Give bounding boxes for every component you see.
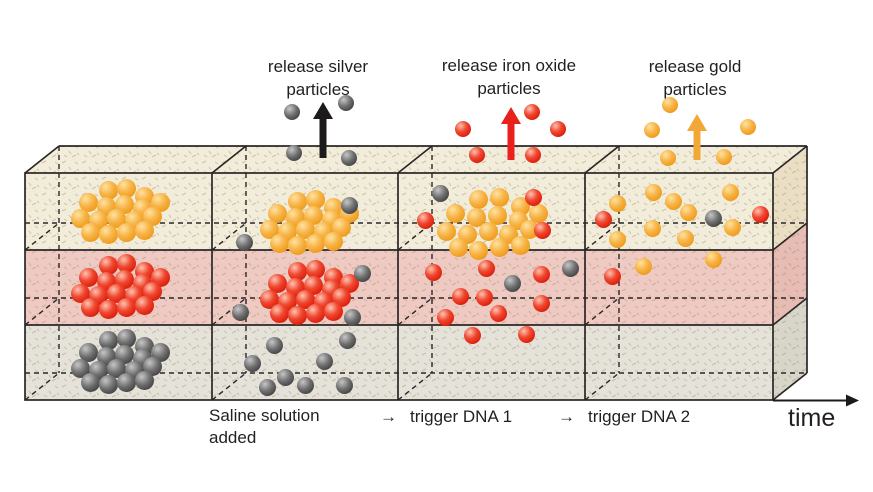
hidden-edge-line	[584, 222, 620, 251]
top-slant-edge	[397, 145, 433, 174]
hidden-edge-line	[211, 372, 247, 401]
trigger-dna-1-text: trigger DNA 1	[410, 407, 513, 426]
hidden-edge-line	[584, 297, 620, 326]
time-axis	[773, 394, 859, 407]
release-iron-oxide-label: release iron oxide particles	[442, 54, 576, 100]
hidden-edge-line	[584, 372, 620, 401]
top-slant-edge	[24, 145, 60, 174]
release-gold-label-line1: release gold	[648, 57, 742, 76]
hidden-edge-line	[24, 222, 60, 251]
side-slant-edge	[772, 297, 808, 326]
saline-added-label-line2: added	[209, 428, 257, 447]
release-gold-label: release gold particles	[649, 55, 742, 101]
saline-added-label-line1: Saline solution	[209, 406, 320, 425]
solid-edge-lines	[24, 145, 808, 401]
side-slant-edge	[772, 222, 808, 251]
trigger-dna-2-text: trigger DNA 2	[588, 407, 691, 426]
top-slant-edge	[211, 145, 247, 174]
release-gold-arrow-icon	[687, 114, 707, 160]
release-silver-label: release silver particles	[268, 55, 368, 101]
top-slant-edge	[584, 145, 620, 174]
texture-overlay	[773, 146, 807, 400]
hidden-edge-line	[211, 222, 247, 251]
release-silver-label-line1: release silver	[267, 57, 369, 76]
release-iron-oxide-label-line1: release iron oxide	[441, 56, 577, 75]
hidden-edge-line	[397, 372, 433, 401]
release-silver-label-line2: particles	[286, 80, 350, 99]
right-arrow-glyph: →	[380, 407, 397, 426]
box-faces	[25, 146, 807, 400]
release-iron-oxide-label-line2: particles	[477, 79, 541, 98]
side-slant-edge	[772, 372, 808, 401]
hidden-edge-line	[24, 372, 60, 401]
hidden-edge-line	[211, 297, 247, 326]
trigger-dna-2-label: → trigger DNA 2	[558, 406, 690, 428]
top-slant-edge	[772, 145, 808, 174]
right-arrow-glyph: →	[558, 407, 575, 426]
release-gold-label-line2: particles	[663, 80, 727, 99]
trigger-dna-1-label: → trigger DNA 1	[380, 406, 512, 428]
release-silver-arrow-icon	[313, 102, 333, 158]
time-axis-arrowhead-icon	[846, 394, 859, 407]
hidden-edge-line	[397, 297, 433, 326]
hidden-edge-line	[24, 297, 60, 326]
release-iron-oxide-arrow-icon	[501, 107, 521, 160]
release-arrows	[313, 102, 707, 160]
saline-added-label: Saline solution added	[209, 405, 320, 449]
texture-overlay	[25, 173, 773, 400]
time-axis-label: time	[788, 404, 836, 432]
